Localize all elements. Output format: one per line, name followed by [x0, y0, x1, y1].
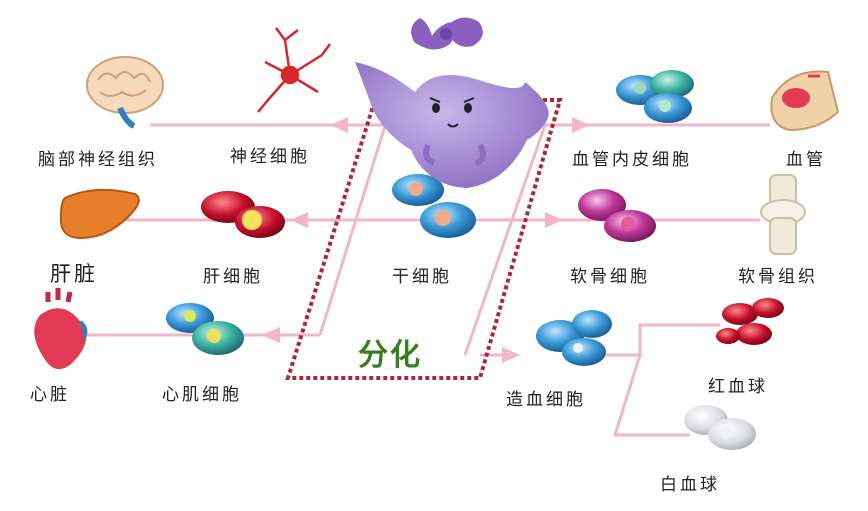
label-brain-tissue: 脑部神经组织: [38, 150, 158, 170]
label-heart: 心脏: [30, 385, 70, 405]
label-stem-cell: 干细胞: [392, 267, 452, 287]
red-blood-cells-icon: [716, 298, 784, 345]
connector-arrowheads: [262, 117, 590, 363]
heart-icon: [34, 288, 88, 370]
label-hematopoietic-cell: 造血细胞: [506, 390, 586, 410]
label-chondrocyte: 软骨细胞: [570, 267, 650, 287]
blood-vessel-icon: [770, 70, 840, 132]
label-cartilage-tissue: 软骨组织: [738, 267, 818, 287]
neuron-icon: [257, 27, 332, 113]
cardiomyocyte-cells-icon: [166, 303, 244, 355]
cartilage-joint-icon: [760, 174, 806, 255]
brain-icon: [86, 56, 164, 129]
label-differentiation: 分化: [358, 338, 422, 373]
chondrocyte-cells-icon: [578, 189, 656, 242]
hematopoietic-cells-icon: [536, 310, 612, 366]
liver-cell-icon: [201, 191, 285, 238]
label-red-blood-cell: 红血球: [708, 377, 768, 397]
label-endothelial-cell: 血管内皮细胞: [572, 150, 692, 170]
mascot-icon: [355, 17, 549, 188]
label-liver: 肝脏: [50, 262, 98, 286]
endothelial-cells-icon: [616, 70, 694, 123]
label-blood-vessel: 血管: [786, 150, 826, 170]
stem-cells-icon: [392, 174, 476, 238]
liver-icon: [59, 188, 140, 240]
label-cardiomyocyte: 心肌细胞: [162, 385, 242, 405]
white-blood-cells-icon: [684, 405, 756, 450]
differentiation-dashed-box: [285, 98, 563, 380]
label-nerve-cell: 神经细胞: [230, 147, 310, 167]
label-liver-cell: 肝细胞: [203, 267, 263, 287]
label-white-blood-cell: 白血球: [660, 475, 720, 495]
